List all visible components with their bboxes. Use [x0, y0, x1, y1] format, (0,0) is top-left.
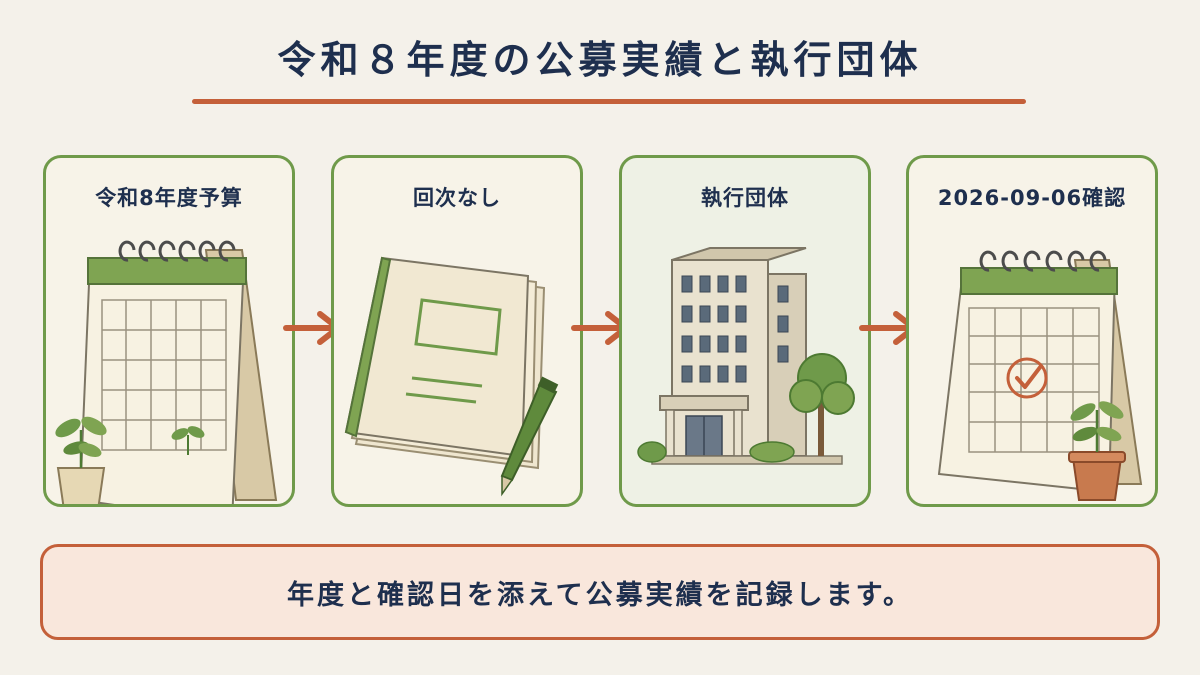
page-title: 令和８年度の公募実績と執行団体	[277, 38, 923, 82]
card-organization: 執行団体	[619, 155, 871, 507]
title-underline	[192, 99, 1026, 104]
card-budget: 令和8年度予算	[43, 155, 295, 507]
card-organization-label: 執行団体	[701, 186, 789, 210]
card-budget-label: 令和8年度予算	[95, 186, 243, 210]
calendar-with-plant-icon	[55, 240, 278, 504]
card-confirmation: 2026-09-06確認	[906, 155, 1158, 507]
card-round-label: 回次なし	[413, 186, 501, 210]
card-confirmation-label: 2026-09-06確認	[937, 186, 1127, 210]
card-round: 回次なし	[331, 155, 583, 507]
summary-note-text: 年度と確認日を添えて公募実績を記録します。	[287, 579, 913, 611]
office-building-icon	[637, 247, 855, 465]
notebook-with-pen-icon	[344, 256, 559, 497]
summary-note-box: 年度と確認日を添えて公募実績を記録します。	[40, 544, 1160, 640]
calendar-check-icon	[937, 250, 1143, 501]
